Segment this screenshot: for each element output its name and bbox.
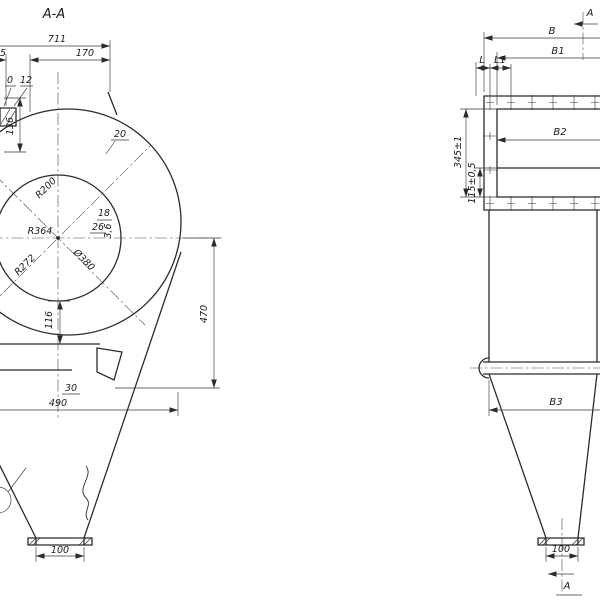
body-outline xyxy=(478,95,600,546)
extension-lines xyxy=(460,32,582,596)
dim-label-470: 470 xyxy=(199,305,210,323)
side-view: B B1 L L1 B2 345±1 115±0,5 B3 100 A A xyxy=(453,8,600,596)
volute-body-outline xyxy=(0,91,182,546)
dim-label-345: 345±1 xyxy=(453,136,464,168)
dim-label-100: 100 xyxy=(552,544,570,555)
radius-label-r364: R364 xyxy=(28,226,53,237)
freehand-squiggle xyxy=(82,465,89,521)
detail-circle xyxy=(0,486,12,514)
dim-label-b2: B2 xyxy=(553,127,566,138)
dim-label-18: 18 xyxy=(98,208,110,219)
dim-label-116: 116 xyxy=(44,311,55,329)
section-letter-bottom: A xyxy=(563,581,571,592)
diameter-label-380: Ø380 xyxy=(70,247,97,274)
dim-label-3-6: 3,6 xyxy=(103,223,114,238)
section-title: A-A xyxy=(42,7,65,22)
radius-label-r200: R200 xyxy=(34,176,59,201)
dim-label-170: 170 xyxy=(76,48,94,59)
note-label-12: 12 xyxy=(20,75,32,86)
dim-label-490: 490 xyxy=(49,398,67,409)
section-view-a-a: A-A 711 35 170 0 12 136 20 R200 18 R364 … xyxy=(0,7,222,562)
dim-label-100: 100 xyxy=(51,545,69,556)
dim-label-30: 30 xyxy=(65,383,77,394)
dim-label-115: 115±0,5 xyxy=(467,162,478,203)
dim-label-l1: L1 xyxy=(494,55,506,66)
section-letter-top: A xyxy=(586,8,594,19)
dim-label-b: B xyxy=(549,26,556,37)
dim-label-20: 20 xyxy=(114,129,126,140)
dim-label-35: 35 xyxy=(0,48,6,59)
dim-label-l: L xyxy=(479,55,485,66)
bolt-hole-marks xyxy=(483,95,599,211)
volute-outer-circle xyxy=(0,108,182,336)
dim-label-711: 711 xyxy=(48,34,66,45)
centerlines xyxy=(0,72,222,420)
dim-label-26: 26 xyxy=(92,222,104,233)
center-dot xyxy=(56,236,60,240)
note-label-0: 0 xyxy=(7,75,13,86)
dim-label-b1: B1 xyxy=(551,46,564,57)
dim-label-b3: B3 xyxy=(549,397,562,408)
dim-label-136: 136 xyxy=(5,117,16,135)
radius-label-r272: R272 xyxy=(13,253,38,278)
section-hatching xyxy=(0,108,92,546)
flange-hatching xyxy=(538,537,584,546)
